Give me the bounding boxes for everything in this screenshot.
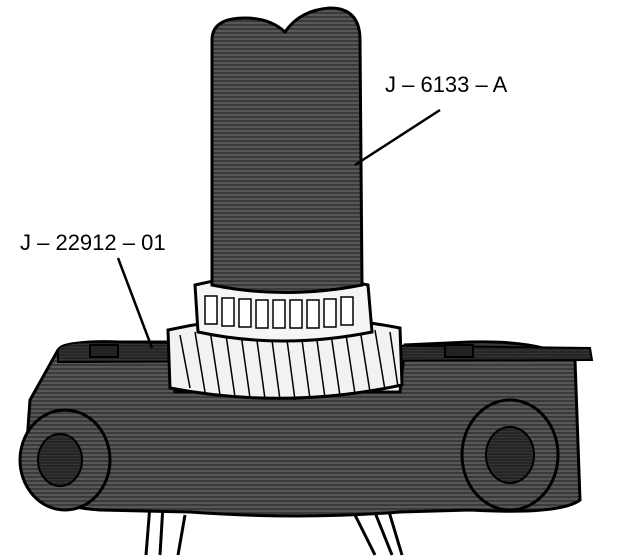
- label-tool-a: J – 6133 – A: [385, 72, 508, 97]
- leader-line-tool-b: [116, 257, 154, 349]
- bearing-separator-fixture: [18, 340, 594, 518]
- label-tool-b: J – 22912 – 01: [20, 230, 166, 255]
- installer-rod: [210, 6, 364, 294]
- leader-line-tool-a: [354, 108, 441, 167]
